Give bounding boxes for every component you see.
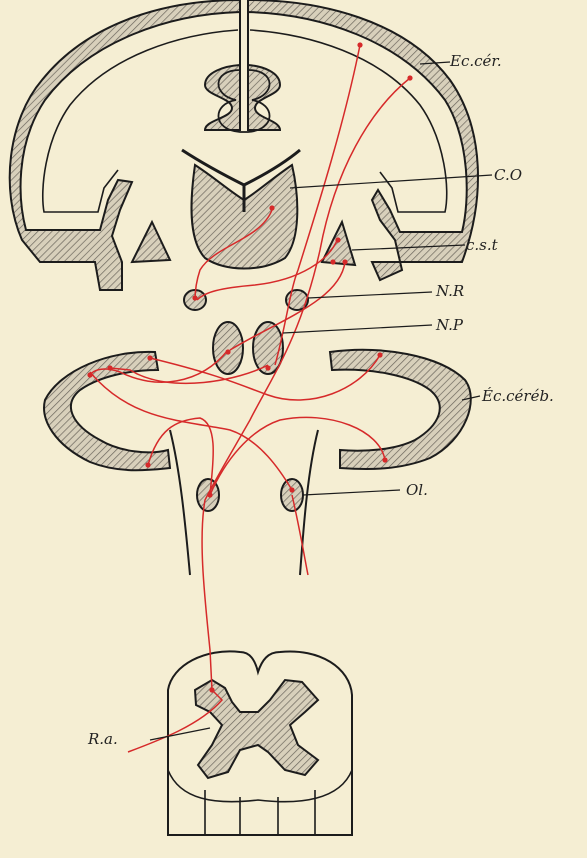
cell-dot bbox=[147, 355, 152, 360]
cell-dot bbox=[145, 462, 150, 467]
leader-ol bbox=[303, 490, 400, 495]
label-optic-thalamus: C.O bbox=[494, 166, 522, 184]
leader-np bbox=[283, 325, 432, 333]
cell-dot bbox=[225, 349, 230, 354]
cell-dot bbox=[207, 492, 212, 497]
central-nuclei bbox=[132, 150, 355, 269]
label-pontine-nuclei: N.P bbox=[435, 316, 464, 334]
pathway-cerebellum-olive bbox=[90, 372, 292, 490]
cell-dot bbox=[265, 365, 270, 370]
cell-dot bbox=[330, 259, 335, 264]
cell-dot bbox=[107, 365, 112, 370]
label-olive: Ol. bbox=[406, 481, 428, 499]
label-striate-body: c.s.t bbox=[466, 236, 499, 254]
cell-dot bbox=[335, 237, 340, 242]
right-striate-body bbox=[322, 222, 355, 265]
cell-dot bbox=[192, 295, 197, 300]
medulla-left-outline bbox=[170, 430, 190, 575]
cell-dot bbox=[382, 457, 387, 462]
spinal-cord bbox=[168, 651, 352, 835]
medulla bbox=[170, 430, 318, 575]
cell-dot bbox=[407, 75, 412, 80]
cell-dot bbox=[87, 372, 92, 377]
optic-thalamus bbox=[191, 165, 297, 269]
label-anterior-root: R.a. bbox=[87, 730, 118, 748]
cell-dot bbox=[269, 205, 274, 210]
labels: Ec.cér. C.O c.s.t N.R N.P Éc.céréb. Ol. … bbox=[87, 52, 554, 748]
left-pontine-nucleus bbox=[213, 322, 243, 374]
cell-dot bbox=[342, 259, 347, 264]
left-striate-body bbox=[132, 222, 170, 262]
cell-dot bbox=[289, 487, 294, 492]
nerve-pathways bbox=[90, 45, 410, 752]
right-cerebellar-hemisphere bbox=[330, 350, 471, 469]
cell-dot bbox=[357, 42, 362, 47]
cell-dot bbox=[209, 687, 214, 692]
pathway-cortex-right bbox=[202, 78, 410, 690]
cell-dot bbox=[377, 352, 382, 357]
label-red-nucleus: N.R bbox=[435, 282, 464, 300]
label-cortex-cerebral: Ec.cér. bbox=[449, 52, 502, 70]
label-cortex-cerebellar: Éc.céréb. bbox=[481, 387, 554, 405]
